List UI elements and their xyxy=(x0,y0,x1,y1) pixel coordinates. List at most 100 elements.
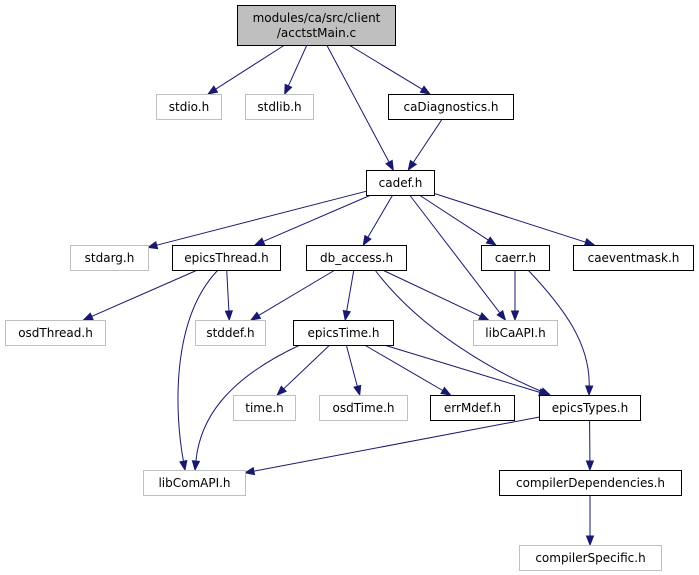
edges-layer xyxy=(82,44,596,547)
node-label: modules/ca/src/client xyxy=(253,11,381,25)
node-stdio-h[interactable]: stdio.h xyxy=(156,94,222,120)
node-errMdef-h[interactable]: errMdef.h xyxy=(430,395,515,421)
edge-root-to-stdio-h xyxy=(206,44,285,95)
edge-epicsTime-h-to-errMdef-h-line xyxy=(364,344,443,391)
node-label: libCaAPI.h xyxy=(485,326,545,340)
edge-cadef-h-to-stdarg-h-arrowhead xyxy=(146,240,159,250)
node-stdarg-h[interactable]: stdarg.h xyxy=(70,245,149,271)
node-osdThread-h[interactable]: osdThread.h xyxy=(5,320,106,346)
edge-root-to-cadef-h-line xyxy=(326,44,390,163)
edge-cadef-h-to-db-access-h-arrowhead xyxy=(362,234,372,247)
edge-epicsTime-h-to-libComAPI-h-line xyxy=(195,344,301,462)
edge-epicsTime-h-to-errMdef-h-arrowhead xyxy=(440,386,452,396)
edge-db-access-h-to-stddef-h xyxy=(249,269,336,321)
node-caeventmask-h[interactable]: caeventmask.h xyxy=(573,245,694,271)
node-caerr-h[interactable]: caerr.h xyxy=(481,245,550,271)
edge-root-to-caDiagnostics-h-line xyxy=(348,44,423,90)
edge-cadef-h-to-epicsThread-h-arrowhead xyxy=(253,237,266,246)
node-epicsThread-h[interactable]: epicsThread.h xyxy=(172,245,281,271)
node-box xyxy=(237,5,396,46)
node-root[interactable]: modules/ca/src/client/acctstMain.c xyxy=(237,5,396,46)
edge-caDiagnostics-h-to-cadef-h-line xyxy=(412,118,443,163)
node-epicsTime-h[interactable]: epicsTime.h xyxy=(293,320,394,346)
node-box xyxy=(195,320,266,346)
edge-compilerDependencies-h-to-compilerSpecific-h-arrowhead xyxy=(585,535,595,547)
edge-cadef-h-to-epicsThread-h-line xyxy=(263,194,372,242)
node-stddef-h[interactable]: stddef.h xyxy=(195,320,266,346)
edge-cadef-h-to-stdarg-h-line xyxy=(156,190,367,246)
edge-epicsThread-h-to-stddef-h-arrowhead xyxy=(224,310,234,322)
edge-caDiagnostics-h-to-cadef-h xyxy=(407,118,443,172)
edge-epicsTime-h-to-time-h-arrowhead xyxy=(276,385,287,396)
edge-epicsThread-h-to-osdThread-h xyxy=(82,269,198,321)
node-box xyxy=(293,320,394,346)
edge-epicsThread-h-to-libComAPI-h xyxy=(177,269,219,472)
node-box xyxy=(245,94,314,120)
edge-root-to-cadef-h xyxy=(326,44,394,172)
edge-cadef-h-to-caeventmask-h-line xyxy=(433,192,586,243)
edge-db-access-h-to-epicsTime-h xyxy=(342,269,355,322)
node-box xyxy=(388,94,514,120)
node-time-h[interactable]: time.h xyxy=(233,395,296,421)
node-label: caerr.h xyxy=(495,251,536,265)
node-box xyxy=(172,245,281,271)
edge-db-access-h-to-stddef-h-arrowhead xyxy=(249,311,262,321)
node-label: epicsTypes.h xyxy=(552,401,628,415)
node-libComAPI-h[interactable]: libComAPI.h xyxy=(143,470,246,496)
node-box xyxy=(306,245,407,271)
edge-db-access-h-to-epicsTime-h-line xyxy=(346,269,355,312)
edge-epicsThread-h-to-osdThread-h-line xyxy=(91,269,198,317)
edge-caerr-h-to-epicsTypes-h-line xyxy=(527,269,590,387)
edge-cadef-h-to-db-access-h-line xyxy=(367,194,394,238)
edge-epicsThread-h-to-libComAPI-h-line xyxy=(177,269,219,462)
edge-epicsTypes-h-to-compilerDependencies-h-arrowhead xyxy=(585,460,595,472)
edge-epicsThread-h-to-stddef-h xyxy=(224,269,234,322)
edge-epicsThread-h-to-osdThread-h-arrowhead xyxy=(82,312,94,321)
edge-caerr-h-to-epicsTypes-h xyxy=(527,269,594,397)
node-box xyxy=(143,470,246,496)
edge-cadef-h-to-db-access-h xyxy=(362,194,394,247)
edge-cadef-h-to-caerr-h-arrowhead xyxy=(485,236,497,246)
edge-epicsTypes-h-to-libComAPI-h-arrowhead xyxy=(243,466,256,476)
node-compilerDependencies-h[interactable]: compilerDependencies.h xyxy=(499,470,682,496)
node-label: osdTime.h xyxy=(333,401,395,415)
edge-caerr-h-to-epicsTypes-h-arrowhead xyxy=(584,385,594,397)
node-box xyxy=(5,320,106,346)
edge-cadef-h-to-caeventmask-h-arrowhead xyxy=(583,238,596,247)
node-epicsTypes-h[interactable]: epicsTypes.h xyxy=(539,395,641,421)
node-label: db_access.h xyxy=(320,251,393,265)
edge-db-access-h-to-libCaAPI-h xyxy=(382,269,490,321)
edge-db-access-h-to-epicsTime-h-arrowhead xyxy=(342,309,352,322)
node-label: stdarg.h xyxy=(85,251,135,265)
node-compilerSpecific-h[interactable]: compilerSpecific.h xyxy=(519,545,662,571)
edge-epicsTypes-h-to-libComAPI-h-line xyxy=(253,416,540,472)
node-box xyxy=(573,245,694,271)
edge-epicsTime-h-to-osdTime-h-arrowhead xyxy=(353,384,362,397)
node-label: epicsThread.h xyxy=(184,251,269,265)
node-cadef-h[interactable]: cadef.h xyxy=(366,170,435,196)
edge-epicsTypes-h-to-compilerDependencies-h xyxy=(585,419,595,472)
node-label: errMdef.h xyxy=(444,401,501,415)
edge-epicsTime-h-to-time-h xyxy=(276,344,331,396)
node-db-access-h[interactable]: db_access.h xyxy=(306,245,407,271)
node-label: libComAPI.h xyxy=(158,476,230,490)
edge-cadef-h-to-caerr-h xyxy=(418,194,497,246)
edge-epicsTime-h-to-libComAPI-h xyxy=(191,344,301,472)
node-label: cadef.h xyxy=(379,176,423,190)
edge-root-to-stdio-h-line xyxy=(215,44,285,90)
edge-epicsTime-h-to-osdTime-h-line xyxy=(345,344,358,387)
node-stdlib-h[interactable]: stdlib.h xyxy=(245,94,314,120)
node-label: osdThread.h xyxy=(18,326,93,340)
node-caDiagnostics-h[interactable]: caDiagnostics.h xyxy=(388,94,514,120)
node-label: stddef.h xyxy=(206,326,254,340)
edge-epicsTime-h-to-osdTime-h xyxy=(345,344,362,397)
edge-root-to-stdio-h-arrowhead xyxy=(206,85,219,95)
node-libCaAPI-h[interactable]: libCaAPI.h xyxy=(473,320,558,346)
node-osdTime-h[interactable]: osdTime.h xyxy=(319,395,408,421)
edge-db-access-h-to-libCaAPI-h-line xyxy=(382,269,481,317)
node-box xyxy=(430,395,515,421)
edge-cadef-h-to-libCaAPI-h-arrowhead xyxy=(496,309,507,322)
edge-cadef-h-to-stdarg-h xyxy=(146,190,367,250)
edge-cadef-h-to-caeventmask-h xyxy=(433,192,596,247)
